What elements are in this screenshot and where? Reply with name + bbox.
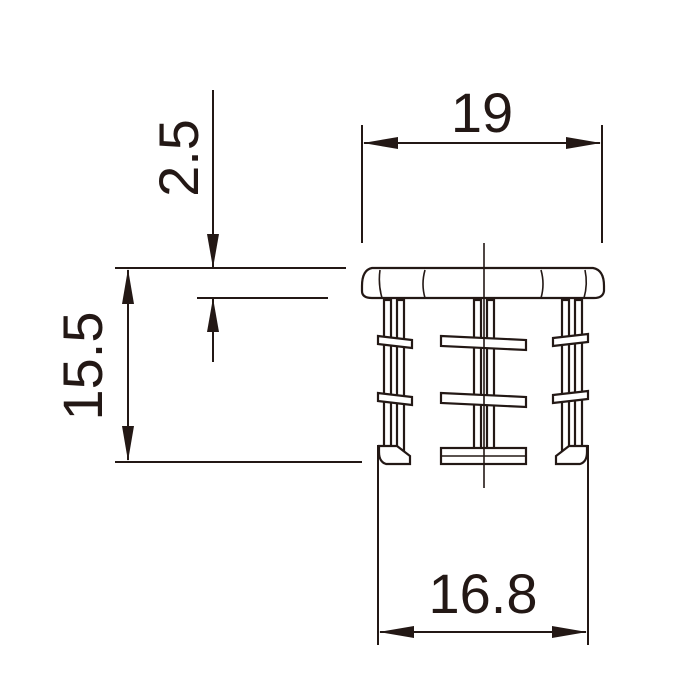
arrowhead-top: [122, 269, 134, 304]
top-flange: [360, 266, 606, 300]
flange-scallop-1: [378, 269, 383, 299]
arrowhead-left: [379, 626, 414, 638]
rib-center: [439, 298, 528, 457]
dimension-total-height: 15.5: [51, 267, 362, 463]
flange-scallop-4: [583, 269, 588, 299]
bottom-width-label: 16.8: [429, 562, 538, 625]
arrowhead-right: [552, 626, 587, 638]
arrowhead-right: [566, 137, 601, 149]
total-height-label: 15.5: [51, 312, 114, 421]
end-cap-part: [360, 243, 606, 488]
top-width-label: 19: [451, 81, 513, 144]
rib-right: [551, 298, 590, 452]
flange-scallop-3: [540, 269, 544, 299]
dimension-bottom-width: 16.8: [377, 445, 589, 645]
dimension-flange-height: 2.5: [147, 90, 328, 362]
flange-scallop-2: [422, 269, 426, 299]
bottom-rim: [377, 444, 412, 466]
bottom-rim-right: [554, 444, 589, 466]
flange-height-label: 2.5: [147, 119, 210, 197]
arrowhead-left: [363, 137, 398, 149]
dimension-top-width: 19: [361, 81, 603, 243]
arrowhead-down: [207, 234, 219, 268]
rib-left: [376, 298, 414, 452]
arrowhead-bottom: [122, 426, 134, 461]
arrowhead-up: [207, 298, 219, 332]
